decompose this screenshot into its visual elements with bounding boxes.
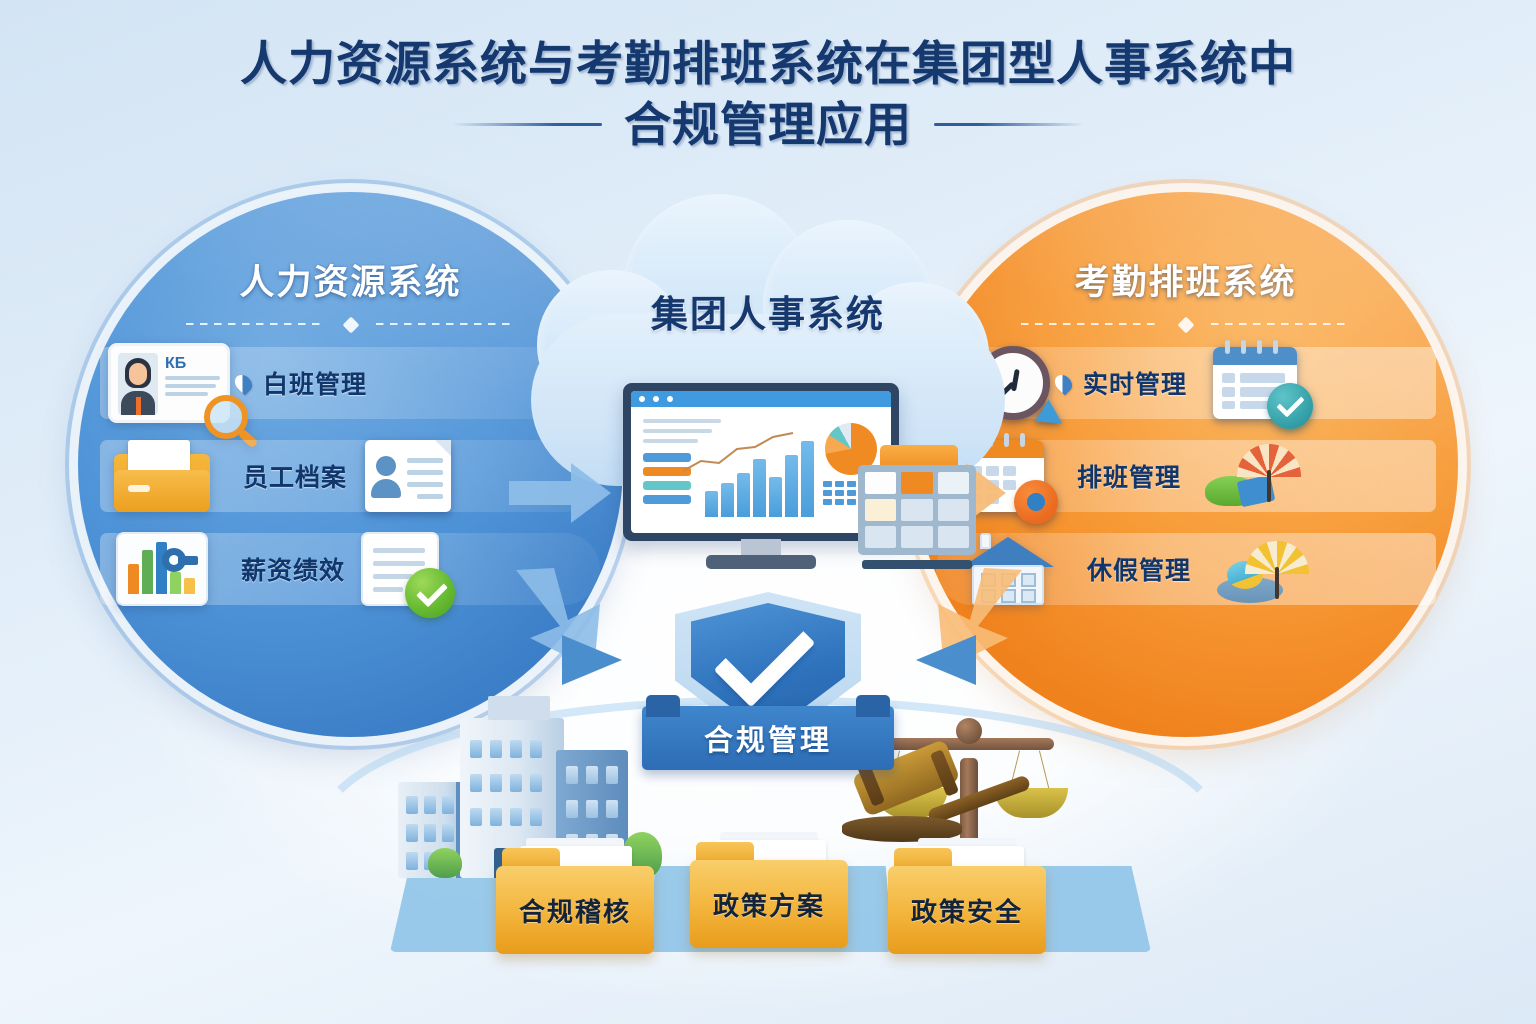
shield-inflow-left-arrow (562, 635, 622, 685)
title-rule-left (452, 123, 602, 127)
bottom-folder-label-2: 政策方案 (712, 890, 825, 921)
right-feature-row-2[interactable]: 排班管理 (936, 433, 1436, 524)
id-card-code: КБ (165, 355, 187, 372)
beach-umbrella-icon (1215, 533, 1311, 605)
tree-icon (428, 848, 462, 878)
approval-check-icon (361, 532, 456, 618)
calendar-check-icon (1213, 340, 1314, 429)
check-badge-icon (1267, 383, 1314, 429)
calculator-icon (858, 445, 976, 569)
cloud-label: 集团人事系统 (651, 294, 885, 335)
id-card-icon: КБ (108, 343, 248, 439)
folder-icon (114, 440, 210, 512)
left-feature-row-3[interactable]: 薪资绩效 (100, 532, 600, 618)
bottom-folder-label-1: 合规稽核 (518, 896, 631, 927)
trend-line-icon (683, 432, 794, 472)
gear-badge-icon (1014, 480, 1058, 524)
shield-label: 合规管理 (703, 725, 832, 757)
right-feature-label-1: 实时管理 (1083, 371, 1188, 399)
right-panel-header: 考勤排班系统 (913, 254, 1458, 334)
title-block: 人力资源系统与考勤排班系统在集团型人事系统中 合规管理应用 (0, 34, 1536, 154)
divider-dash-left (1020, 323, 1161, 325)
left-feature-label-3: 薪资绩效 (241, 557, 346, 585)
shield-inflow-right-arrow (916, 635, 976, 685)
right-feature-label-2: 排班管理 (1077, 464, 1182, 492)
right-panel-title: 考勤排班系统 (1074, 263, 1297, 302)
left-feature-label-2: 员工档案 (243, 464, 348, 492)
right-panel-divider (1020, 316, 1351, 334)
bottom-folder-label-3: 政策安全 (910, 896, 1023, 927)
id-photo (118, 353, 158, 415)
right-feature-label-3: 休假管理 (1087, 557, 1192, 585)
bottom-folder-2[interactable]: 政策方案 (690, 832, 848, 948)
divider-dash-right (375, 323, 516, 325)
bottom-folder-3[interactable]: 政策安全 (888, 838, 1046, 954)
page-title-line2: 合规管理应用 (624, 98, 912, 152)
page-title-line1: 人力资源系统与考勤排班系统在集团型人事系统中 (240, 37, 1296, 90)
left-panel-title: 人力资源系统 (239, 263, 462, 302)
bullet-icon (1051, 370, 1076, 396)
right-feature-row-3[interactable]: 休假管理 (936, 533, 1436, 605)
bar-chart-key-icon (116, 532, 208, 606)
divider-diamond-icon (1177, 316, 1194, 334)
left-feature-row-1[interactable]: КБ 白班管理 (100, 343, 600, 439)
dashboard-monitor-icon (623, 383, 899, 571)
divider-diamond-icon (342, 316, 359, 334)
magnifier-icon (204, 395, 248, 439)
bullet-icon (231, 370, 256, 396)
green-check-badge (405, 568, 456, 618)
shield-ribbon: 合规管理 (642, 695, 894, 770)
divider-dash-right (1210, 323, 1351, 325)
left-to-center-arrow (509, 463, 611, 523)
key-shape-icon (162, 548, 198, 576)
page-subtitle-row: 合规管理应用 (0, 95, 1536, 154)
bottom-folder-1[interactable]: 合规稽核 (496, 838, 654, 954)
contact-document-icon (365, 440, 452, 512)
left-panel-header: 人力资源系统 (78, 254, 623, 334)
title-rule-right (934, 123, 1084, 127)
left-feature-label-1: 白班管理 (263, 371, 368, 399)
compliance-shield-badge[interactable]: 合规管理 (642, 592, 894, 792)
divider-dash-left (185, 323, 326, 325)
leisure-umbrella-icon (1205, 440, 1302, 512)
left-panel-divider (185, 316, 516, 334)
